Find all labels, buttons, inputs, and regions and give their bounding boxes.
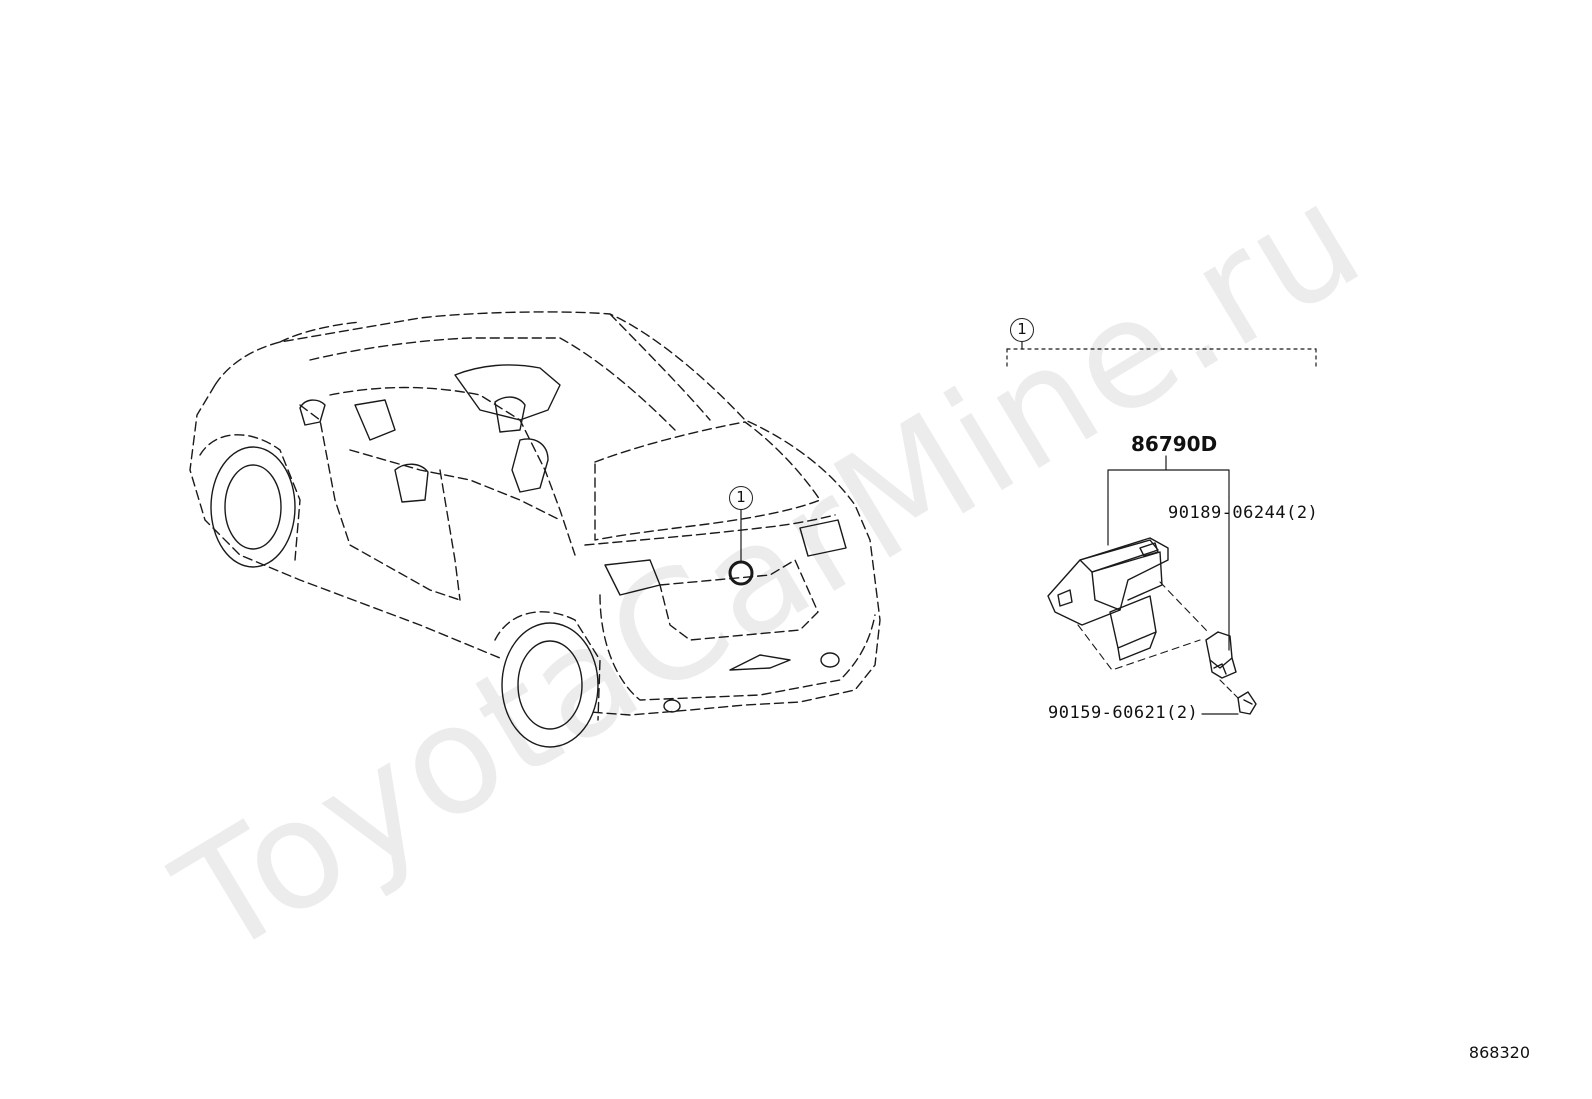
vehicle-rear-wheel [501,622,599,748]
part-label-screw[interactable]: 90159-60621(2) [1048,703,1199,723]
part-label-clip[interactable]: 90189-06244(2) [1168,503,1319,523]
vehicle-left-taillight [604,559,661,596]
rear-camera-part [1047,455,1230,671]
assembly-bracket [1006,332,1317,370]
vehicle-body-outline [189,311,881,716]
screw-part [1201,679,1257,715]
figure-number: 868320 [1468,1043,1530,1062]
vehicle-illustration [189,311,881,748]
part-label-camera[interactable]: 86790D [1131,432,1218,456]
assembly-callout[interactable]: 1 [1010,318,1034,342]
camera-location-marker [728,560,754,586]
location-callout[interactable]: 1 [729,486,753,510]
vehicle-right-taillight [799,519,847,557]
camera-housing [1047,537,1169,626]
vehicle-front-wheel [210,446,296,568]
vehicle-tailgate [594,421,821,541]
mounting-clip-part [1205,496,1237,679]
